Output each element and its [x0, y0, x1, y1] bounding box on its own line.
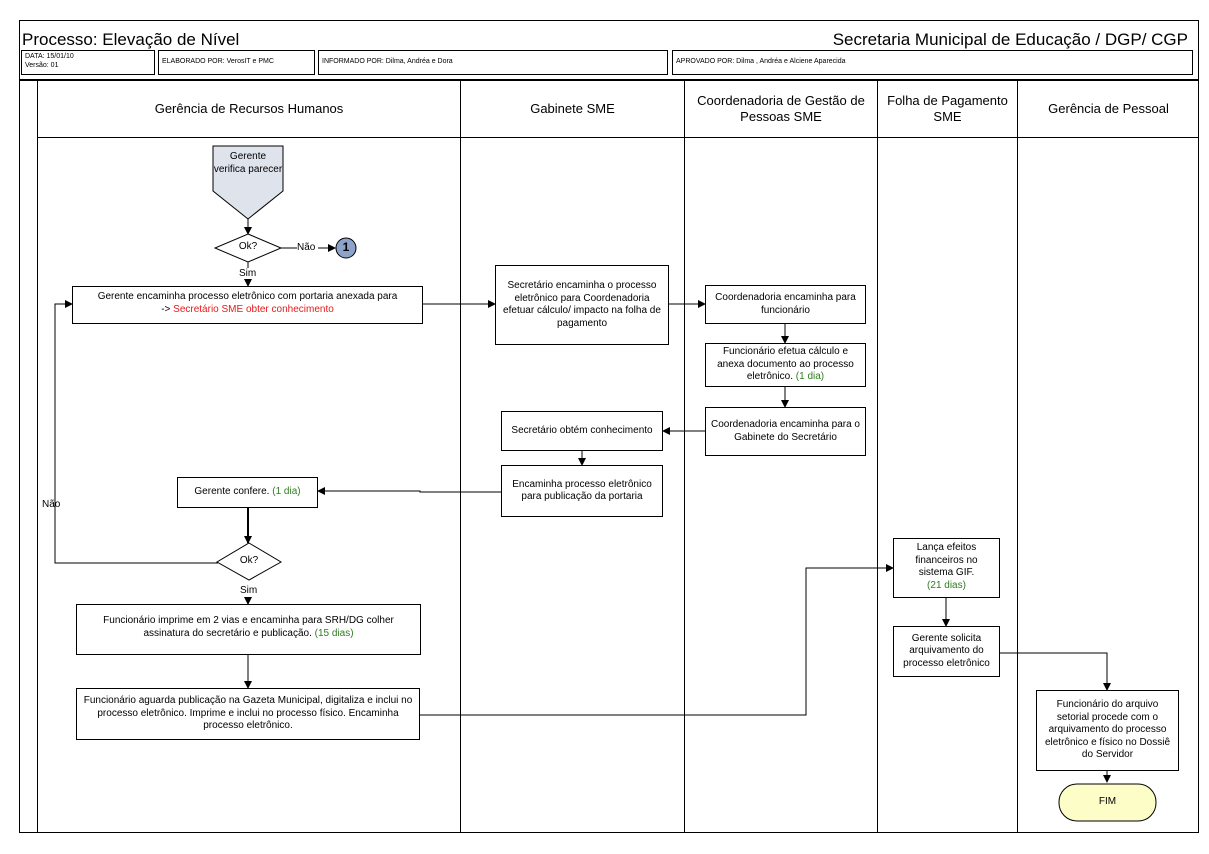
decision2-label: Ok?	[239, 555, 259, 566]
end-label: FIM	[1098, 796, 1117, 807]
gerente-confere-text: Gerente confere.	[194, 486, 270, 498]
elaborado-label: ELABORADO POR: VerosIT e PMC	[162, 58, 274, 65]
edge-solicita-arquivo	[1000, 652, 1111, 691]
decision1-no-label: Não	[297, 242, 316, 253]
lane-header-gabinete: Gabinete SME	[530, 101, 615, 116]
start-label: Gerente verifica parecer	[213, 151, 283, 175]
decision1-shape	[213, 233, 283, 263]
decision1-label: Ok?	[238, 241, 258, 252]
lane-header-divider	[37, 137, 1199, 138]
gerente-solicita-box: Gerente solicita arquivamento do process…	[893, 626, 1000, 677]
elaborado-box: ELABORADO POR: VerosIT e PMC	[158, 50, 315, 75]
lanca-efeitos-duration: (21 dias)	[927, 579, 966, 591]
edge-aguarda-lanca	[420, 564, 894, 716]
func-calculo-duration: (1 dia)	[795, 371, 825, 382]
swimlane-frame	[19, 80, 1199, 833]
func-arquivo-text: Funcionário do arquivo setorial procede …	[1044, 699, 1171, 761]
lanca-efeitos-text: Lança efeitos financeiros no sistema GIF…	[915, 542, 978, 578]
lane-header-coordenadoria: Coordenadoria de Gestão de Pessoas SME	[697, 93, 865, 124]
gerente-confere-duration: (1 dia)	[272, 486, 301, 498]
encaminha-publicacao-box: Encaminha processo eletrônico para publi…	[501, 465, 663, 517]
decision2-shape	[216, 542, 282, 581]
func-calculo-text: Funcionário efetua cálculo e anexa docum…	[717, 346, 854, 382]
secretario-obtem-box: Secretário obtém conhecimento	[501, 411, 663, 451]
coord-encaminha-func-text: Coordenadoria encaminha para funcionário	[715, 292, 856, 316]
lanca-efeitos-box: Lança efeitos financeiros no sistema GIF…	[893, 538, 1000, 598]
lane-divider-1	[460, 80, 461, 833]
aprovado-label: APROVADO POR: Dilma , Andréa e Alciene A…	[676, 58, 846, 65]
func-imprime-text: Funcionário imprime em 2 vias e encaminh…	[103, 615, 394, 639]
coord-encaminha-gab-text: Coordenadoria encaminha para o Gabinete …	[711, 419, 860, 443]
gerente-encaminha-line1: Gerente encaminha processo eletrônico co…	[97, 291, 398, 302]
secretario-obtem-text: Secretário obtém conhecimento	[511, 424, 653, 436]
secretario-encaminha-text: Secretário encaminha o processo eletrôni…	[503, 280, 661, 329]
gerente-encaminha-box: Gerente encaminha processo eletrônico co…	[72, 286, 423, 324]
gerente-confere-box: Gerente confere. (1 dia)	[177, 477, 318, 508]
lane-header-pessoal: Gerência de Pessoal	[1048, 101, 1169, 116]
func-aguarda-box: Funcionário aguarda publicação na Gazeta…	[76, 688, 420, 740]
informado-box: INFORMADO POR: Dilma, Andréa e Dora	[318, 50, 668, 75]
organization-title: Secretaria Municipal de Educação / DGP/ …	[832, 30, 1188, 49]
edge-decision2-no	[54, 300, 218, 564]
connector-1-shape	[335, 237, 357, 259]
func-imprime-box: Funcionário imprime em 2 vias e encaminh…	[76, 604, 421, 655]
decision1-yes-label: Sim	[239, 268, 257, 279]
func-aguarda-text: Funcionário aguarda publicação na Gazeta…	[83, 695, 413, 732]
lane-divider-2	[684, 80, 685, 833]
lane-divider-4	[1017, 80, 1018, 833]
lane-divider-3	[877, 80, 878, 833]
version-label: Versão: 01	[25, 62, 59, 69]
decision2-yes-label: Sim	[240, 585, 258, 596]
edge-encaminha-confere	[317, 487, 501, 495]
func-arquivo-box: Funcionário do arquivo setorial procede …	[1036, 690, 1179, 771]
func-calculo-box: Funcionário efetua cálculo e anexa docum…	[705, 343, 866, 387]
func-imprime-duration: (15 dias)	[314, 627, 354, 639]
secretario-encaminha-box: Secretário encaminha o processo eletrôni…	[495, 265, 669, 345]
lane-header-folha: Folha de Pagamento SME	[887, 93, 1008, 124]
start-shape	[212, 145, 284, 220]
decision2-no-label: Não	[42, 499, 61, 510]
informado-label: INFORMADO POR: Dilma, Andréa e Dora	[322, 58, 453, 65]
header-frame	[19, 20, 1199, 80]
encaminha-publicacao-text: Encaminha processo eletrônico para publi…	[512, 478, 652, 503]
coord-encaminha-gab-box: Coordenadoria encaminha para o Gabinete …	[705, 407, 866, 456]
connector-1-label: 1	[342, 240, 350, 254]
gerente-encaminha-arrow: ->	[161, 303, 171, 315]
gerente-solicita-text: Gerente solicita arquivamento do process…	[903, 632, 990, 669]
aprovado-box: APROVADO POR: Dilma , Andréa e Alciene A…	[672, 50, 1193, 75]
pool-divider	[37, 80, 38, 833]
lane-header-rh: Gerência de Recursos Humanos	[154, 101, 344, 116]
end-shape	[1058, 783, 1157, 822]
date-label: DATA: 15/01/10	[25, 53, 74, 60]
coord-encaminha-func-box: Coordenadoria encaminha para funcionário	[705, 285, 866, 324]
gerente-encaminha-target: Secretário SME obter conhecimento	[173, 303, 334, 315]
date-version-box: DATA: 15/01/10 Versão: 01	[21, 50, 155, 75]
process-title: Processo: Elevação de Nível	[22, 30, 240, 49]
